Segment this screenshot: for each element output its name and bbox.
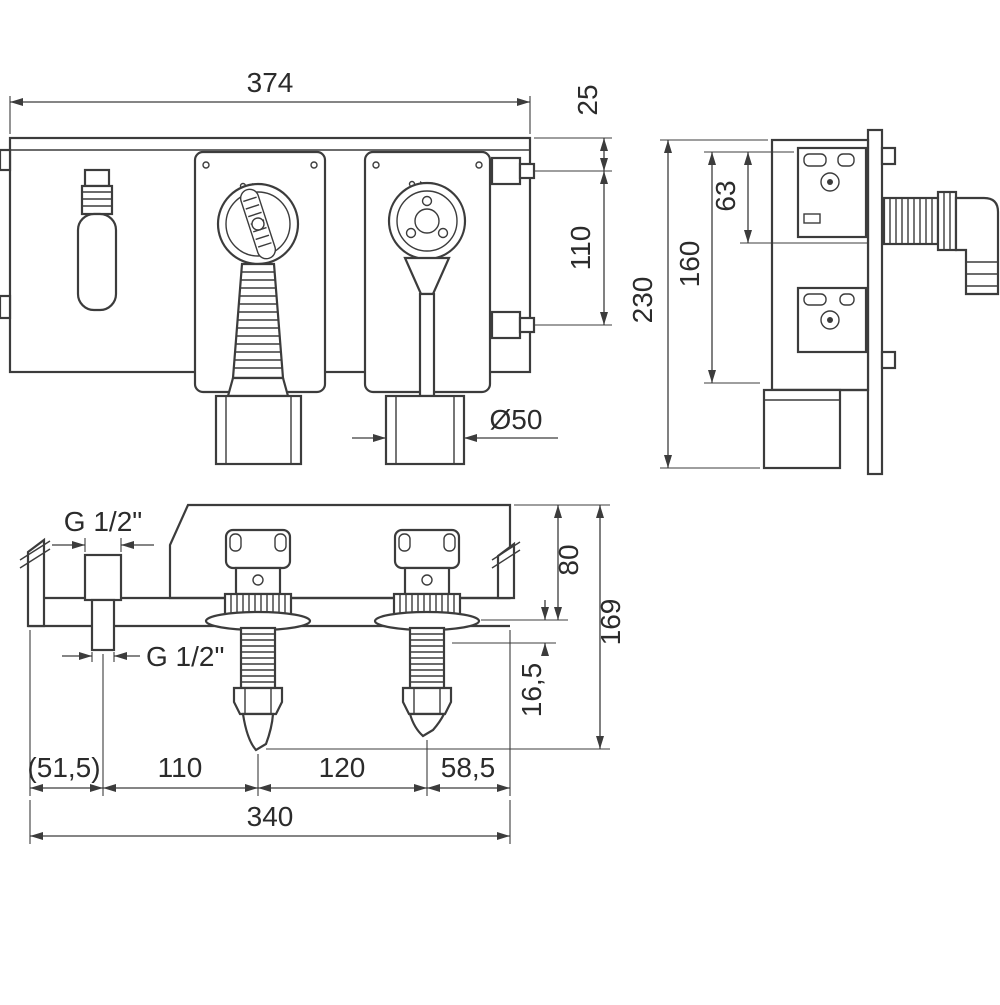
dim-mount-spacing: 110 [565, 226, 596, 271]
side-outlet [762, 388, 868, 470]
dim-left-offset: (51,5) [27, 752, 100, 783]
outlet-box-left [214, 394, 303, 466]
dim-front-width: 374 [247, 67, 294, 98]
dim-thread-front: G 1/2" [146, 641, 224, 672]
dim-body-height: 80 [553, 544, 584, 575]
valve-dial-left [216, 182, 300, 266]
outlet-box-right [384, 394, 466, 466]
dim-total-width: 340 [247, 801, 294, 832]
dim-side-top-offset: 63 [710, 180, 741, 211]
dim-pitch-left: 110 [158, 752, 203, 783]
inlet-pipe [90, 598, 116, 652]
mounting-bolt-top [490, 156, 536, 186]
dim-side-mount-height: 160 [674, 241, 705, 288]
dim-mount-offset: 25 [572, 84, 603, 115]
corrugated-hose [226, 262, 290, 398]
side-bracket-bottom [796, 286, 868, 354]
inlet-square [83, 553, 123, 602]
dim-pitch-right: 58,5 [441, 752, 496, 783]
bottom-view: G 1/2" G 1/2" 80 16,5 169 (51,5) 110 [19, 503, 626, 844]
side-hose-connector [882, 190, 1000, 296]
mounting-bolt-bottom [490, 310, 536, 340]
dim-thread-top: G 1/2" [64, 506, 142, 537]
dim-total-height: 169 [595, 599, 626, 646]
front-view: 374 25 110 Ø50 [0, 67, 612, 466]
dim-side-height: 230 [627, 277, 658, 324]
side-bracket-top [796, 146, 868, 239]
dim-flange-offset: 16,5 [516, 663, 547, 718]
dim-outlet-diameter: Ø50 [490, 404, 543, 435]
siphon-left [204, 528, 312, 752]
right-clip [491, 541, 521, 600]
valve-dial-right [387, 181, 467, 261]
side-view: 230 160 63 [627, 128, 1000, 476]
faucet-front [76, 168, 118, 312]
siphon-right [373, 528, 481, 738]
dim-pitch-center: 120 [319, 752, 366, 783]
left-plate [19, 537, 51, 628]
